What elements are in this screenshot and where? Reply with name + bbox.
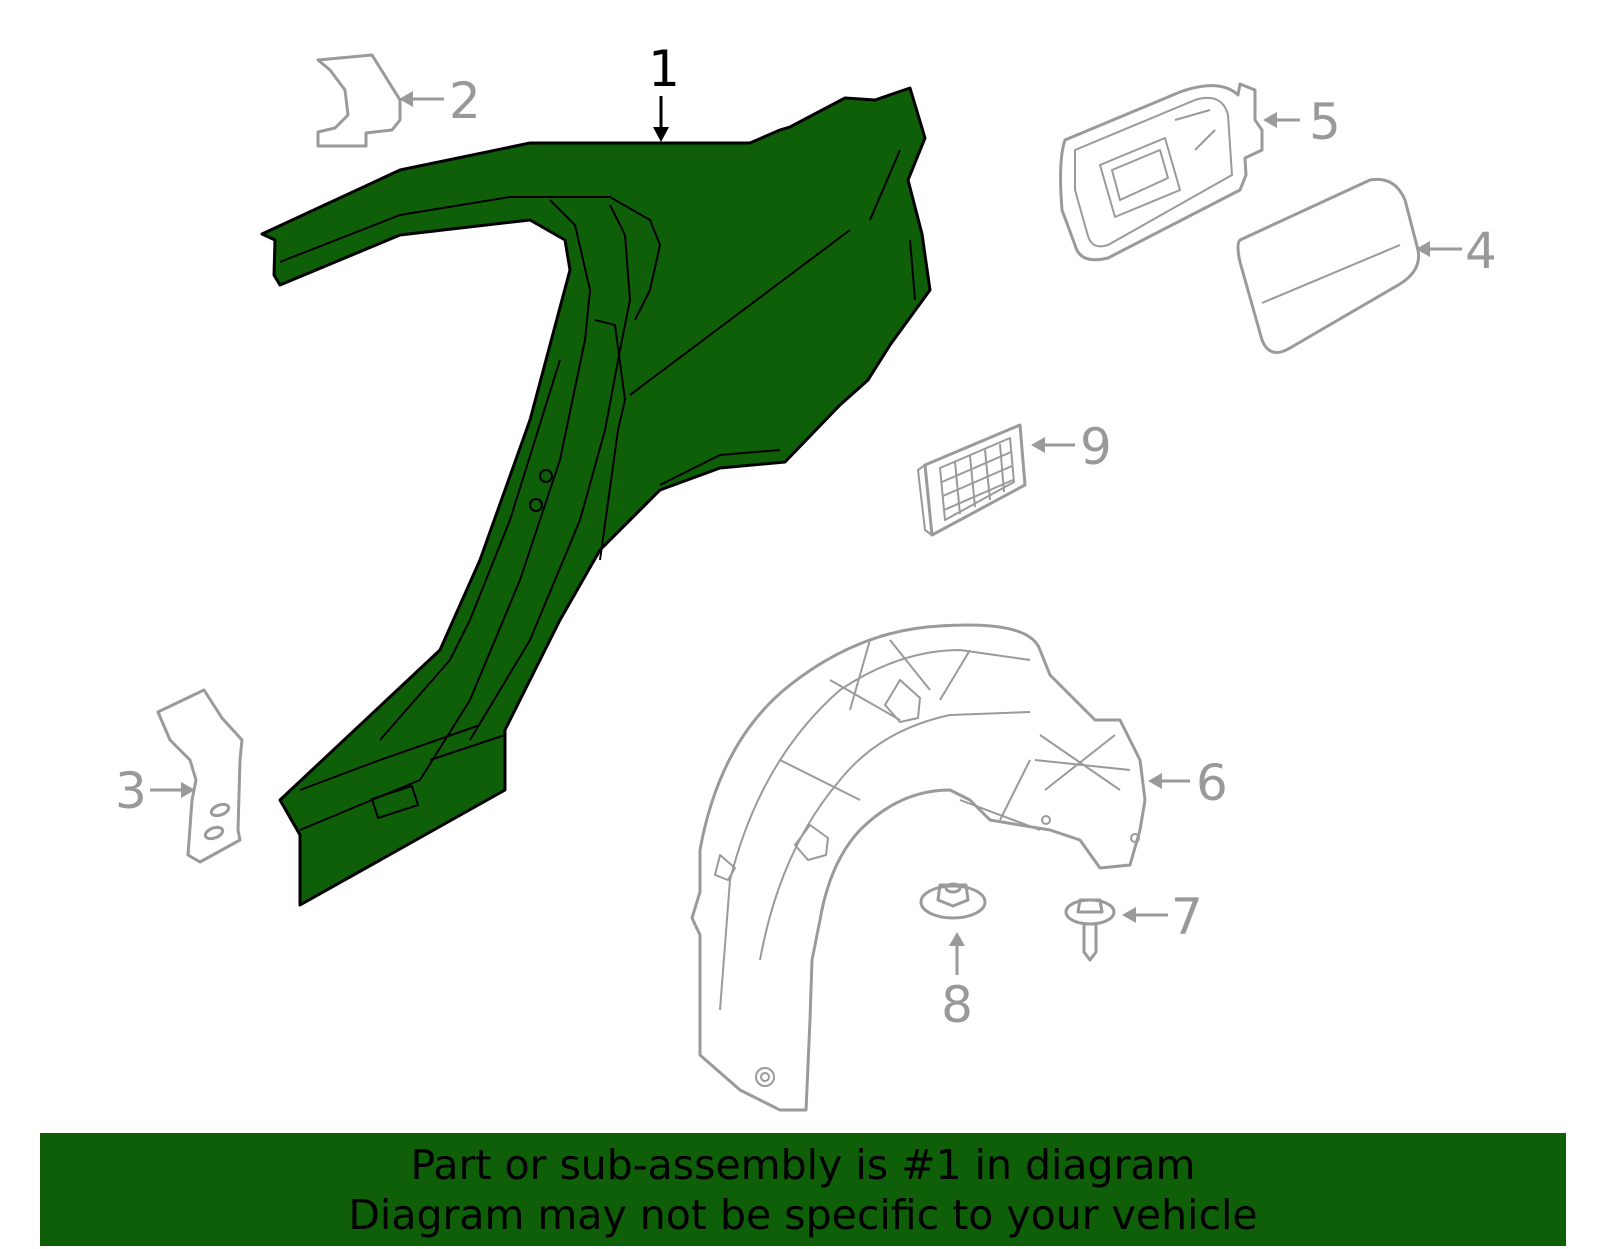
arrow-6: [1148, 773, 1190, 789]
arrow-8: [949, 932, 965, 975]
callout-label-6: 6: [1196, 754, 1228, 812]
callout-label-2: 2: [449, 72, 481, 130]
arrow-4: [1416, 241, 1462, 257]
arrow-5: [1263, 112, 1300, 128]
part-5-fuel-housing[interactable]: [1059, 82, 1264, 262]
arrow-7: [1122, 907, 1168, 923]
part-4-fuel-door[interactable]: [1236, 177, 1421, 354]
callout-label-1: 1: [648, 40, 680, 98]
part-9-vent[interactable]: [917, 423, 1027, 537]
callout-arrows: [150, 91, 1462, 975]
part-3-bracket[interactable]: [156, 688, 244, 864]
info-banner: Part or sub-assembly is #1 in diagram Di…: [40, 1133, 1566, 1246]
part-8-nut[interactable]: [919, 882, 987, 920]
callout-label-4: 4: [1465, 222, 1497, 280]
part-2-bracket[interactable]: [316, 53, 402, 148]
callout-label-9: 9: [1080, 418, 1112, 476]
callout-label-8: 8: [941, 976, 973, 1034]
arrow-9: [1031, 437, 1075, 453]
arrow-1: [653, 96, 669, 142]
callout-label-5: 5: [1309, 93, 1341, 151]
part-7-screw[interactable]: [1064, 898, 1116, 962]
part-6-wheel-liner[interactable]: [690, 623, 1147, 1112]
banner-line-1: Part or sub-assembly is #1 in diagram: [410, 1140, 1196, 1189]
banner-line-2: Diagram may not be specific to your vehi…: [348, 1190, 1258, 1239]
part-1-quarter-panel[interactable]: [260, 86, 932, 907]
callout-label-3: 3: [115, 762, 147, 820]
callout-label-7: 7: [1171, 888, 1203, 946]
arrow-3: [150, 782, 195, 798]
arrow-2: [399, 91, 444, 107]
